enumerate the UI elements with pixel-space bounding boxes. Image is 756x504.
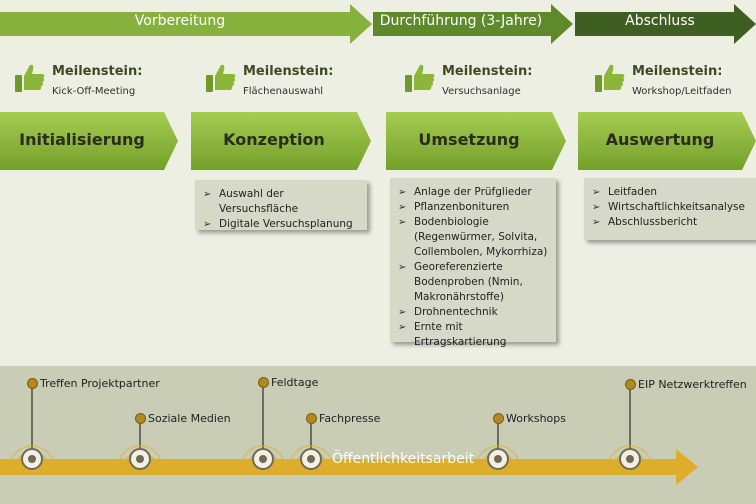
- task-item: Georeferenzierte Bodenproben (Nmin, Makr…: [398, 260, 550, 305]
- event-pin: [625, 379, 636, 390]
- milestone-subtitle: Flächenauswahl: [243, 86, 324, 97]
- task-item: Bodenbiologie (Regenwürmer, Solvita, Col…: [398, 215, 550, 260]
- event-stem: [31, 383, 33, 455]
- block-konzeption: Konzeption: [191, 112, 371, 170]
- task-item: Wirtschaftlichkeitsanalyse: [592, 200, 750, 215]
- event-eip-netzwerktreffen: EIP Netzwerktreffen: [638, 378, 747, 391]
- block-initialisierung: Initialisierung: [0, 112, 178, 170]
- thumbs-up-icon: [206, 64, 236, 92]
- block-umsetzung: Umsetzung: [386, 112, 566, 170]
- target-icon: [607, 445, 653, 470]
- block-shape: [386, 112, 566, 170]
- milestone-subtitle: Kick-Off-Meeting: [52, 86, 136, 97]
- task-item: Leitfaden: [592, 185, 750, 200]
- task-item: Abschlussbericht: [592, 215, 750, 230]
- block-shape: [191, 112, 371, 170]
- block-auswertung: Auswertung: [578, 112, 756, 170]
- block-shape: [578, 112, 756, 170]
- milestone-workshop: Meilenstein: Workshop/Leitfaden: [594, 60, 754, 104]
- event-fachpresse: Fachpresse: [319, 412, 381, 425]
- milestone-title: Meilenstein:: [632, 64, 723, 79]
- target-icon: [475, 445, 521, 470]
- milestone-kickoff: Meilenstein: Kick-Off-Meeting: [14, 60, 184, 104]
- milestone-subtitle: Versuchsanlage: [442, 86, 521, 97]
- task-item: Drohnentechnik: [398, 305, 550, 320]
- event-stem: [139, 421, 141, 455]
- event-workshops: Workshops: [506, 412, 567, 425]
- phase-label-durchfuehrung: Durchführung (3-Jahre): [379, 13, 543, 29]
- event-stem: [262, 383, 264, 455]
- event-treffen-projektpartner: Treffen Projektpartner: [40, 377, 160, 390]
- tasks-umsetzung: Anlage der Prüfglieder Pflanzenbonituren…: [390, 178, 556, 348]
- task-item: Anlage der Prüfglieder: [398, 185, 550, 200]
- milestone-title: Meilenstein:: [243, 64, 334, 79]
- timeline-arrow: [0, 449, 698, 485]
- milestone-title: Meilenstein:: [52, 64, 143, 79]
- phase-label-abschluss: Abschluss: [625, 13, 695, 29]
- block-shape: [0, 112, 178, 170]
- block-label: Konzeption: [223, 130, 325, 149]
- task-item: Ernte mit Ertragskartierung: [398, 320, 550, 350]
- block-label: Umsetzung: [418, 130, 520, 149]
- event-soziale-medien: Soziale Medien: [148, 412, 231, 425]
- event-feldtage: Feldtage: [271, 376, 319, 389]
- task-item: Pflanzenbonituren: [398, 200, 550, 215]
- tasks-auswertung: Leitfaden Wirtschaftlichkeitsanalyse Abs…: [584, 178, 756, 240]
- task-item: Auswahl der Versuchsfläche: [203, 187, 361, 217]
- event-pin: [306, 413, 317, 424]
- target-icon: [288, 445, 334, 470]
- tasks-konzeption: Auswahl der Versuchsfläche Digitale Vers…: [195, 180, 367, 232]
- block-label: Initialisierung: [19, 130, 145, 149]
- event-stem: [629, 386, 631, 455]
- phase-label-vorbereitung: Vorbereitung: [134, 13, 226, 29]
- milestone-title: Meilenstein:: [442, 64, 533, 79]
- milestone-versuchsanlage: Meilenstein: Versuchsanlage: [404, 60, 574, 104]
- timeline-label: Öffentlichkeitsarbeit: [332, 451, 475, 467]
- event-pin: [27, 378, 38, 389]
- phase-arrow-vorbereitung: [0, 4, 372, 44]
- event-stem: [497, 421, 499, 455]
- thumbs-up-icon: [595, 64, 625, 92]
- target-icon: [117, 445, 163, 470]
- thumbs-up-icon: [405, 64, 435, 92]
- event-pin: [258, 377, 269, 388]
- phase-arrow-abschluss: [575, 4, 756, 44]
- event-stem: [310, 421, 312, 455]
- phase-arrow-durchfuehrung: [373, 4, 573, 44]
- target-icon: [9, 445, 55, 470]
- target-icon: [240, 445, 286, 470]
- task-item: Digitale Versuchsplanung: [203, 217, 361, 232]
- event-pin: [135, 413, 146, 424]
- event-pin: [493, 413, 504, 424]
- thumbs-up-icon: [15, 64, 45, 92]
- milestone-subtitle: Workshop/Leitfaden: [632, 86, 732, 97]
- block-label: Auswertung: [605, 130, 715, 149]
- milestone-flaechenauswahl: Meilenstein: Flächenauswahl: [205, 60, 375, 104]
